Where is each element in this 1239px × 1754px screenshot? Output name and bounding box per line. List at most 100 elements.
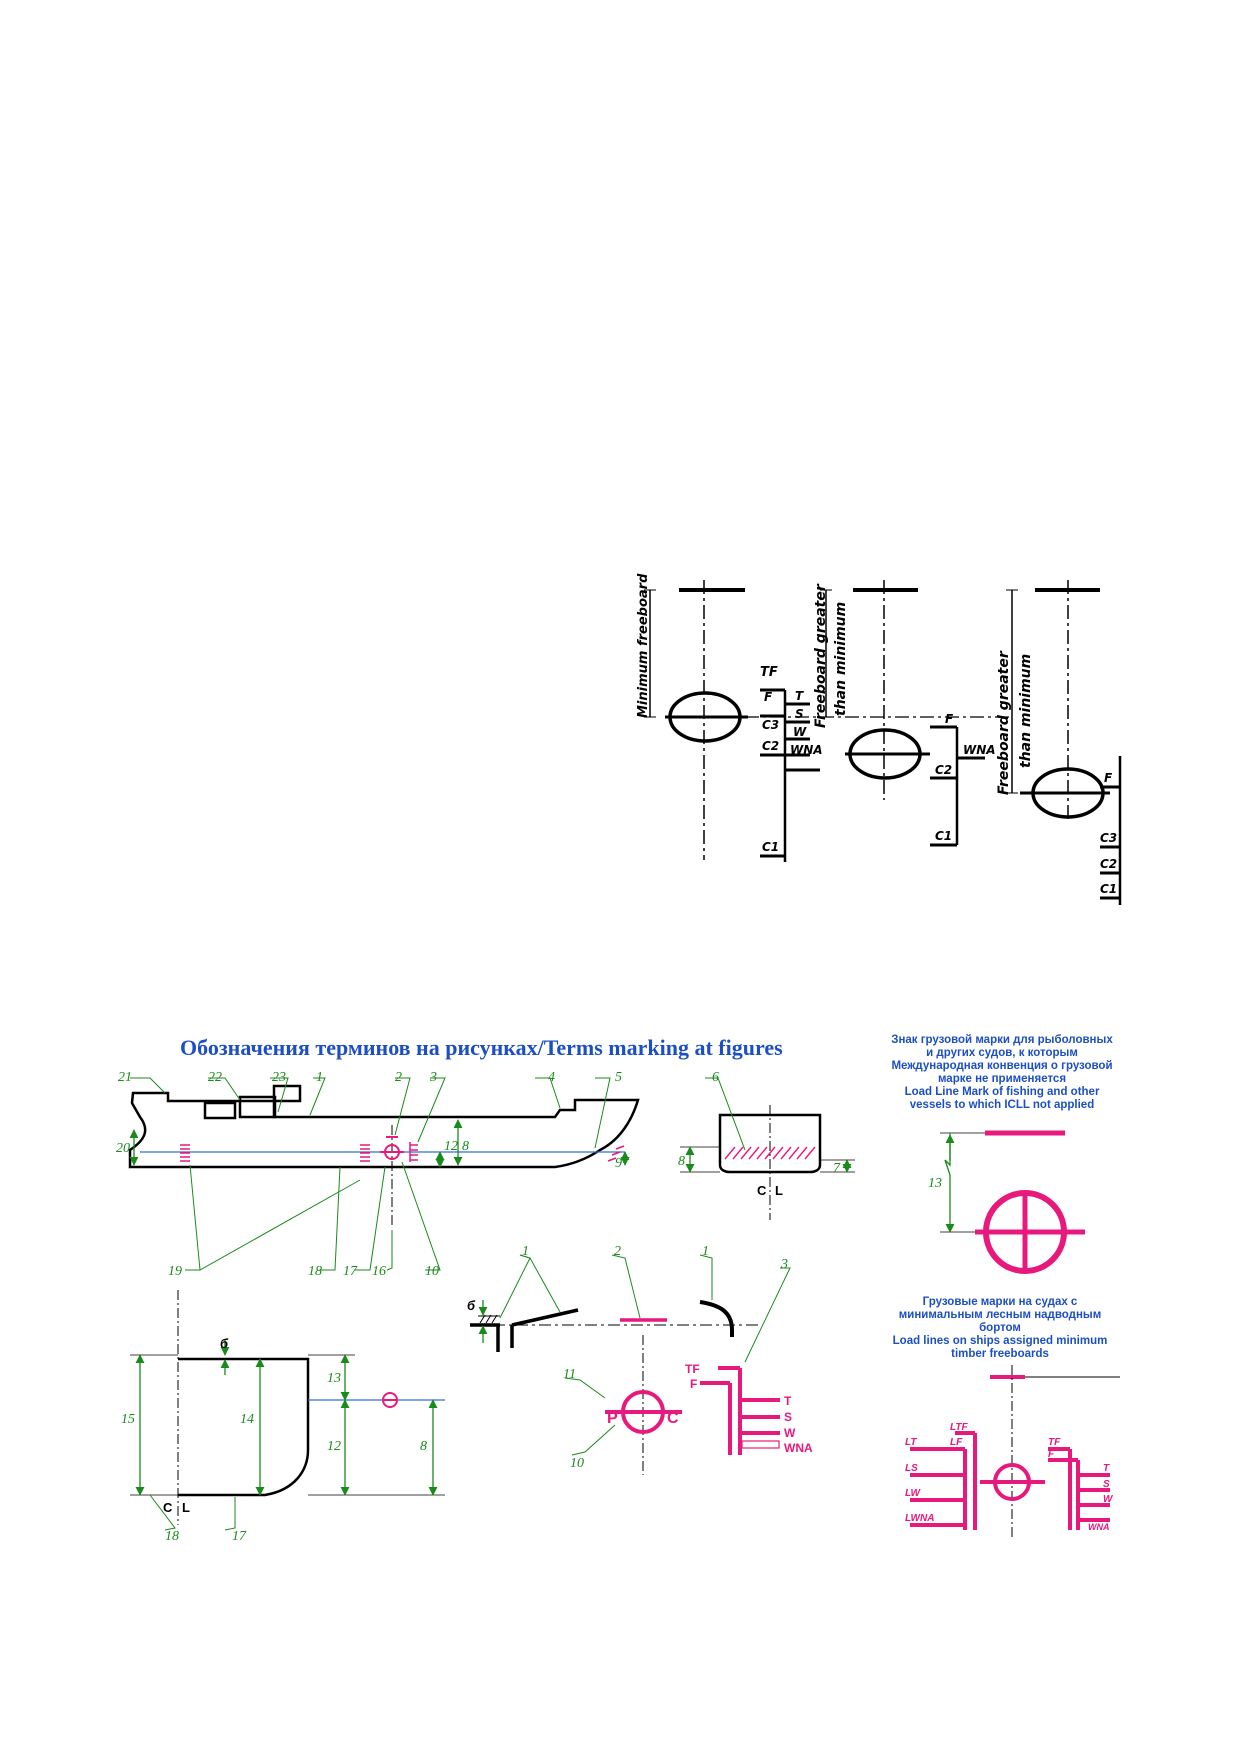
ship-num-20: 20 <box>116 1141 130 1156</box>
hull-num-12: 12 <box>327 1439 341 1454</box>
deck-w-label: W <box>784 1426 796 1440</box>
mark-c-c1: C1 <box>1100 882 1117 896</box>
timber-note-line-1: Грузовые марки на судах с <box>923 1296 1078 1308</box>
timber-f: F <box>1048 1449 1055 1460</box>
hull-b-label: б <box>220 1336 229 1351</box>
section-cl-l: L <box>775 1183 783 1198</box>
load-line-mark-b <box>820 580 985 847</box>
timber-note-line-5: timber freeboards <box>951 1348 1049 1360</box>
deck-b-label: б <box>467 1298 476 1313</box>
deck-wna-label: WNA <box>784 1441 813 1455</box>
deck-num-10: 10 <box>570 1456 584 1471</box>
timber-note: Грузовые марки на судах с минимальным ле… <box>893 1296 1108 1360</box>
hull-num-13: 13 <box>327 1371 341 1386</box>
deck-c-label: C <box>667 1410 679 1427</box>
deck-num-1a: 1 <box>522 1244 529 1259</box>
mark-a-f: F <box>764 690 773 704</box>
hull-num-15: 15 <box>121 1412 135 1427</box>
freeboard-greater-label-2: Freeboard greater <box>996 650 1012 795</box>
fishing-note-line-1: Знак грузовой марки для рыболовных <box>891 1034 1113 1046</box>
deck-s-label: S <box>784 1410 792 1424</box>
ship-num-3: 3 <box>429 1070 437 1085</box>
ship-num-8: 8 <box>462 1139 469 1154</box>
ship-num-1: 1 <box>316 1070 323 1085</box>
timber-note-line-2: минимальным лесным надводным <box>899 1309 1101 1321</box>
deck-p-label: P <box>607 1410 618 1427</box>
timber-ltf: LTF <box>950 1422 968 1433</box>
hull-section <box>130 1290 445 1531</box>
timber-ls: LS <box>905 1463 918 1474</box>
fishing-note-line-4: марке не применяется <box>938 1073 1066 1085</box>
mark-a-w: W <box>793 725 807 739</box>
freeboard-greater-label-1: Freeboard greater <box>813 583 829 728</box>
mark-b-c1: C1 <box>935 829 952 843</box>
ship-num-16: 16 <box>372 1264 386 1279</box>
mark-a-wna: WNA <box>790 743 823 757</box>
ship-num-22: 22 <box>208 1070 222 1085</box>
mark-b-f: F <box>945 712 954 726</box>
freeboard-comparison-diagram <box>644 580 1122 905</box>
timber-note-line-4: Load lines on ships assigned minimum <box>893 1335 1108 1347</box>
mark-c-f: F <box>1104 771 1113 785</box>
ship-num-23: 23 <box>272 1070 286 1085</box>
timber-load-line-mark <box>910 1365 1120 1540</box>
hull-cl-c: C <box>163 1500 173 1515</box>
load-line-mark-a <box>644 580 1010 862</box>
mark-a-c1: C1 <box>762 840 779 854</box>
deck-t-label: T <box>784 1394 792 1408</box>
ship-num-19: 19 <box>168 1264 182 1279</box>
ship-num-5: 5 <box>615 1070 622 1085</box>
load-line-mark-c <box>1006 580 1122 905</box>
fishing-note: Знак грузовой марки для рыболовных и дру… <box>891 1034 1113 1111</box>
timber-t: T <box>1103 1463 1110 1474</box>
deck-num-1b: 1 <box>702 1244 709 1259</box>
deck-line-mark <box>470 1254 791 1475</box>
timber-s: S <box>1103 1479 1110 1490</box>
ship-num-12: 12 <box>444 1139 458 1154</box>
deck-num-3: 3 <box>780 1257 788 1272</box>
minimum-freeboard-label: Minimum freeboard <box>636 573 651 718</box>
fishing-note-line-5: Load Line Mark of fishing and other <box>905 1086 1100 1098</box>
fishing-note-line-2: и других судов, к которым <box>926 1047 1078 1059</box>
fishing-num-13: 13 <box>928 1176 942 1191</box>
ship-num-9: 9 <box>615 1156 622 1171</box>
timber-tf: TF <box>1048 1437 1061 1448</box>
mark-a-c2: C2 <box>762 739 779 753</box>
mark-a-tf: TF <box>760 665 778 680</box>
section-num-7: 7 <box>833 1161 841 1176</box>
mark-a-c3: C3 <box>762 718 779 732</box>
mark-a-s: S <box>795 707 804 721</box>
section-cl-c: C <box>757 1183 767 1198</box>
timber-lf: LF <box>950 1437 963 1448</box>
timber-lw: LW <box>905 1488 922 1499</box>
than-minimum-label-1: than minimum <box>833 602 849 716</box>
hull-num-18: 18 <box>165 1529 179 1544</box>
hull-num-17: 17 <box>232 1529 247 1544</box>
deck-tf-label: TF <box>685 1362 700 1376</box>
ship-profile <box>128 1077 640 1271</box>
fishing-load-line-mark <box>940 1130 1085 1274</box>
deck-num-2: 2 <box>614 1244 621 1259</box>
midship-section <box>680 1077 855 1220</box>
hull-cl-l: L <box>182 1500 190 1515</box>
mark-b-c2: C2 <box>935 763 952 777</box>
timber-wna: WNA <box>1088 1522 1110 1532</box>
fishing-note-line-3: Международная конвенция о грузовой <box>891 1060 1112 1072</box>
timber-lt: LT <box>905 1437 917 1448</box>
timber-note-line-3: бортом <box>979 1322 1021 1334</box>
legend-title: Обозначения терминов на рисунках/Terms m… <box>180 1035 783 1060</box>
fishing-note-line-6: vessels to which ICLL not applied <box>910 1099 1094 1111</box>
section-num-8: 8 <box>678 1154 685 1169</box>
hull-num-8: 8 <box>420 1439 427 1454</box>
ship-num-18: 18 <box>308 1264 322 1279</box>
deck-num-11: 11 <box>563 1367 576 1382</box>
than-minimum-label-2: than minimum <box>1018 654 1034 768</box>
ship-num-4: 4 <box>548 1070 555 1085</box>
mark-c-c3: C3 <box>1100 831 1117 845</box>
mark-a-t: T <box>795 689 804 703</box>
deck-f-label: F <box>690 1377 697 1391</box>
mark-b-wna: WNA <box>963 743 996 757</box>
mark-c-c2: C2 <box>1100 857 1117 871</box>
ship-num-2: 2 <box>395 1070 402 1085</box>
